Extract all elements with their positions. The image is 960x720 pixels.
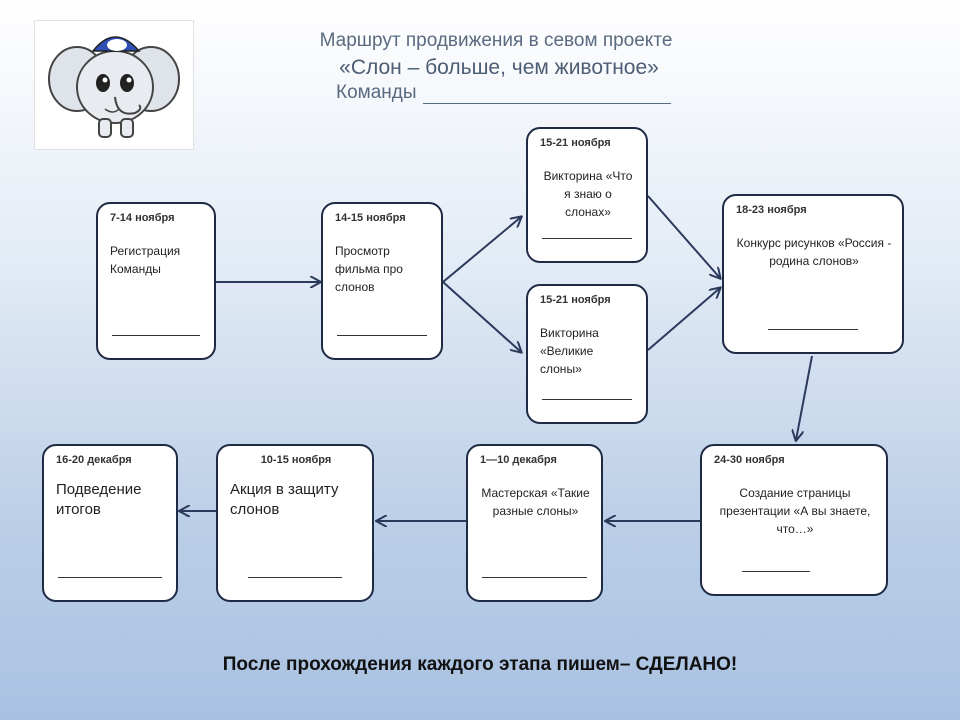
stage-date: 7-14 ноября: [110, 212, 175, 224]
title-team-line: Команды: [336, 82, 730, 104]
stage-box-drawing-contest: 18-23 ноября Конкурс рисунков «Россия - …: [722, 194, 904, 354]
stage-text: Подведение итогов: [56, 481, 142, 518]
done-line: [112, 335, 200, 336]
stage-text: Акция в защиту слонов: [230, 481, 339, 518]
stage-text: Создание страницы презентации «А вы знае…: [719, 486, 871, 536]
arrow-2-3: [442, 217, 521, 283]
stage-text: Викторина «Великие слоны»: [540, 326, 599, 376]
title-line-2: «Слон – больше, чем животное»: [339, 56, 659, 79]
arrow-5-6: [796, 355, 813, 440]
stage-box-quiz-great: 15-21 ноября Викторина «Великие слоны»: [526, 284, 648, 424]
stage-text: Регистрация Команды: [110, 244, 181, 276]
title-line-1: Маршрут продвижения в севом проекте: [319, 30, 673, 51]
done-line: [542, 399, 632, 400]
stage-date: 15-21 ноября: [540, 294, 611, 306]
stage-box-presentation: 24-30 ноября Создание страницы презентац…: [700, 444, 888, 596]
stage-box-protection: 10-15 ноября Акция в защиту слонов: [216, 444, 374, 602]
done-line: [768, 329, 858, 330]
stage-box-quiz-know: 15-21 ноября Викторина «Что я знаю о сло…: [526, 127, 648, 263]
team-name-blank: [422, 87, 671, 104]
elephant-logo: [34, 20, 194, 150]
elephant-mascot-icon: [48, 36, 180, 138]
stage-date: 15-21 ноября: [540, 137, 611, 149]
done-line: [58, 577, 162, 578]
stage-text: Конкурс рисунков «Россия - родина слонов…: [736, 236, 892, 268]
stage-date: 1—10 декабря: [480, 454, 557, 466]
stage-box-workshop: 1—10 декабря Мастерская «Такие разные сл…: [466, 444, 603, 602]
arrow-2-4: [442, 281, 521, 352]
stage-text: Просмотр фильма про слонов: [335, 244, 403, 294]
stage-box-film: 14-15 ноября Просмотр фильма про слонов: [321, 202, 443, 360]
arrow-3-5: [647, 195, 720, 278]
team-label: Команды: [336, 82, 417, 103]
stage-date: 16-20 декабря: [56, 454, 132, 466]
footer-instruction: После прохождения каждого этапа пишем– С…: [222, 654, 738, 675]
done-line: [482, 577, 587, 578]
done-line: [742, 571, 810, 572]
stage-text: Викторина «Что я знаю о слонах»: [543, 169, 633, 219]
stage-date: 24-30 ноября: [714, 454, 785, 466]
stage-date: 14-15 ноября: [335, 212, 406, 224]
done-line: [542, 238, 632, 239]
stage-box-registration: 7-14 ноября Регистрация Команды: [96, 202, 216, 360]
stage-box-results: 16-20 декабря Подведение итогов: [42, 444, 178, 602]
done-line: [337, 335, 427, 336]
done-line: [248, 577, 342, 578]
title-block: Маршрут продвижения в севом проекте «Сло…: [290, 30, 730, 104]
stage-date: 10-15 ноября: [260, 454, 332, 466]
stage-date: 18-23 ноября: [736, 204, 807, 216]
arrow-4-5: [647, 288, 720, 351]
stage-text: Мастерская «Такие разные слоны»: [481, 486, 590, 518]
